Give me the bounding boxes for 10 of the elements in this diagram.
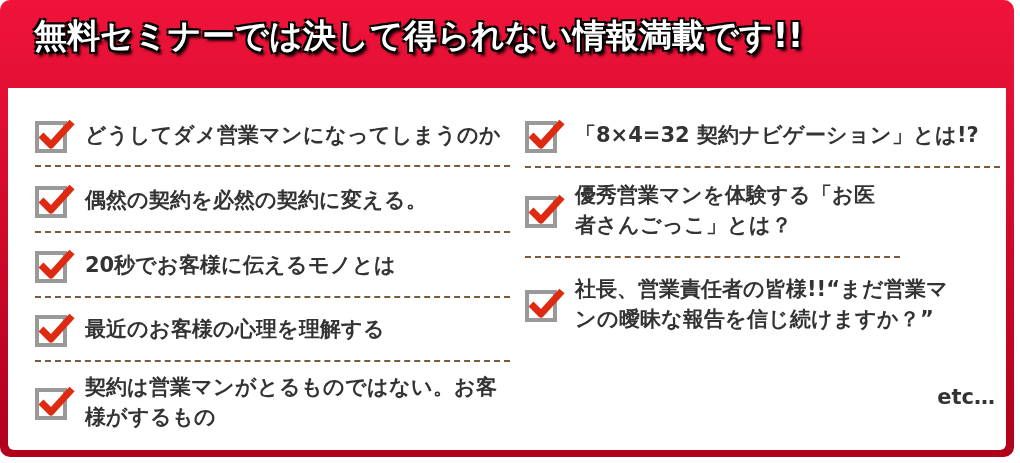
checklist-item: 偶然の契約を必然の契約に変える。 [85, 187, 428, 214]
checklist-item: 契約は営業マンがとるものではない。お客様がするもの [85, 374, 498, 431]
checklist-item: 優秀営業マンを体験する「お医者さんごっこ」とは？ [575, 182, 876, 239]
checklist-item: 20秒でお客様に伝えるモノとは [85, 252, 398, 279]
checklist-item: 社長、営業責任者の皆様!!“まだ営業マンの曖昧な報告を信じ続けますか？” [575, 276, 949, 333]
banner-title: 無料セミナーでは決して得られない情報満載です!! [34, 15, 804, 57]
checklist-item: どうしてダメ営業マンになってしまうのか [85, 122, 502, 149]
checklist-item: 最近のお客様の心理を理解する [85, 316, 386, 343]
note-text: etc… [936, 384, 995, 411]
checklist-item: 「8×4=32 契約ナビゲーション」とは!? [575, 122, 980, 149]
